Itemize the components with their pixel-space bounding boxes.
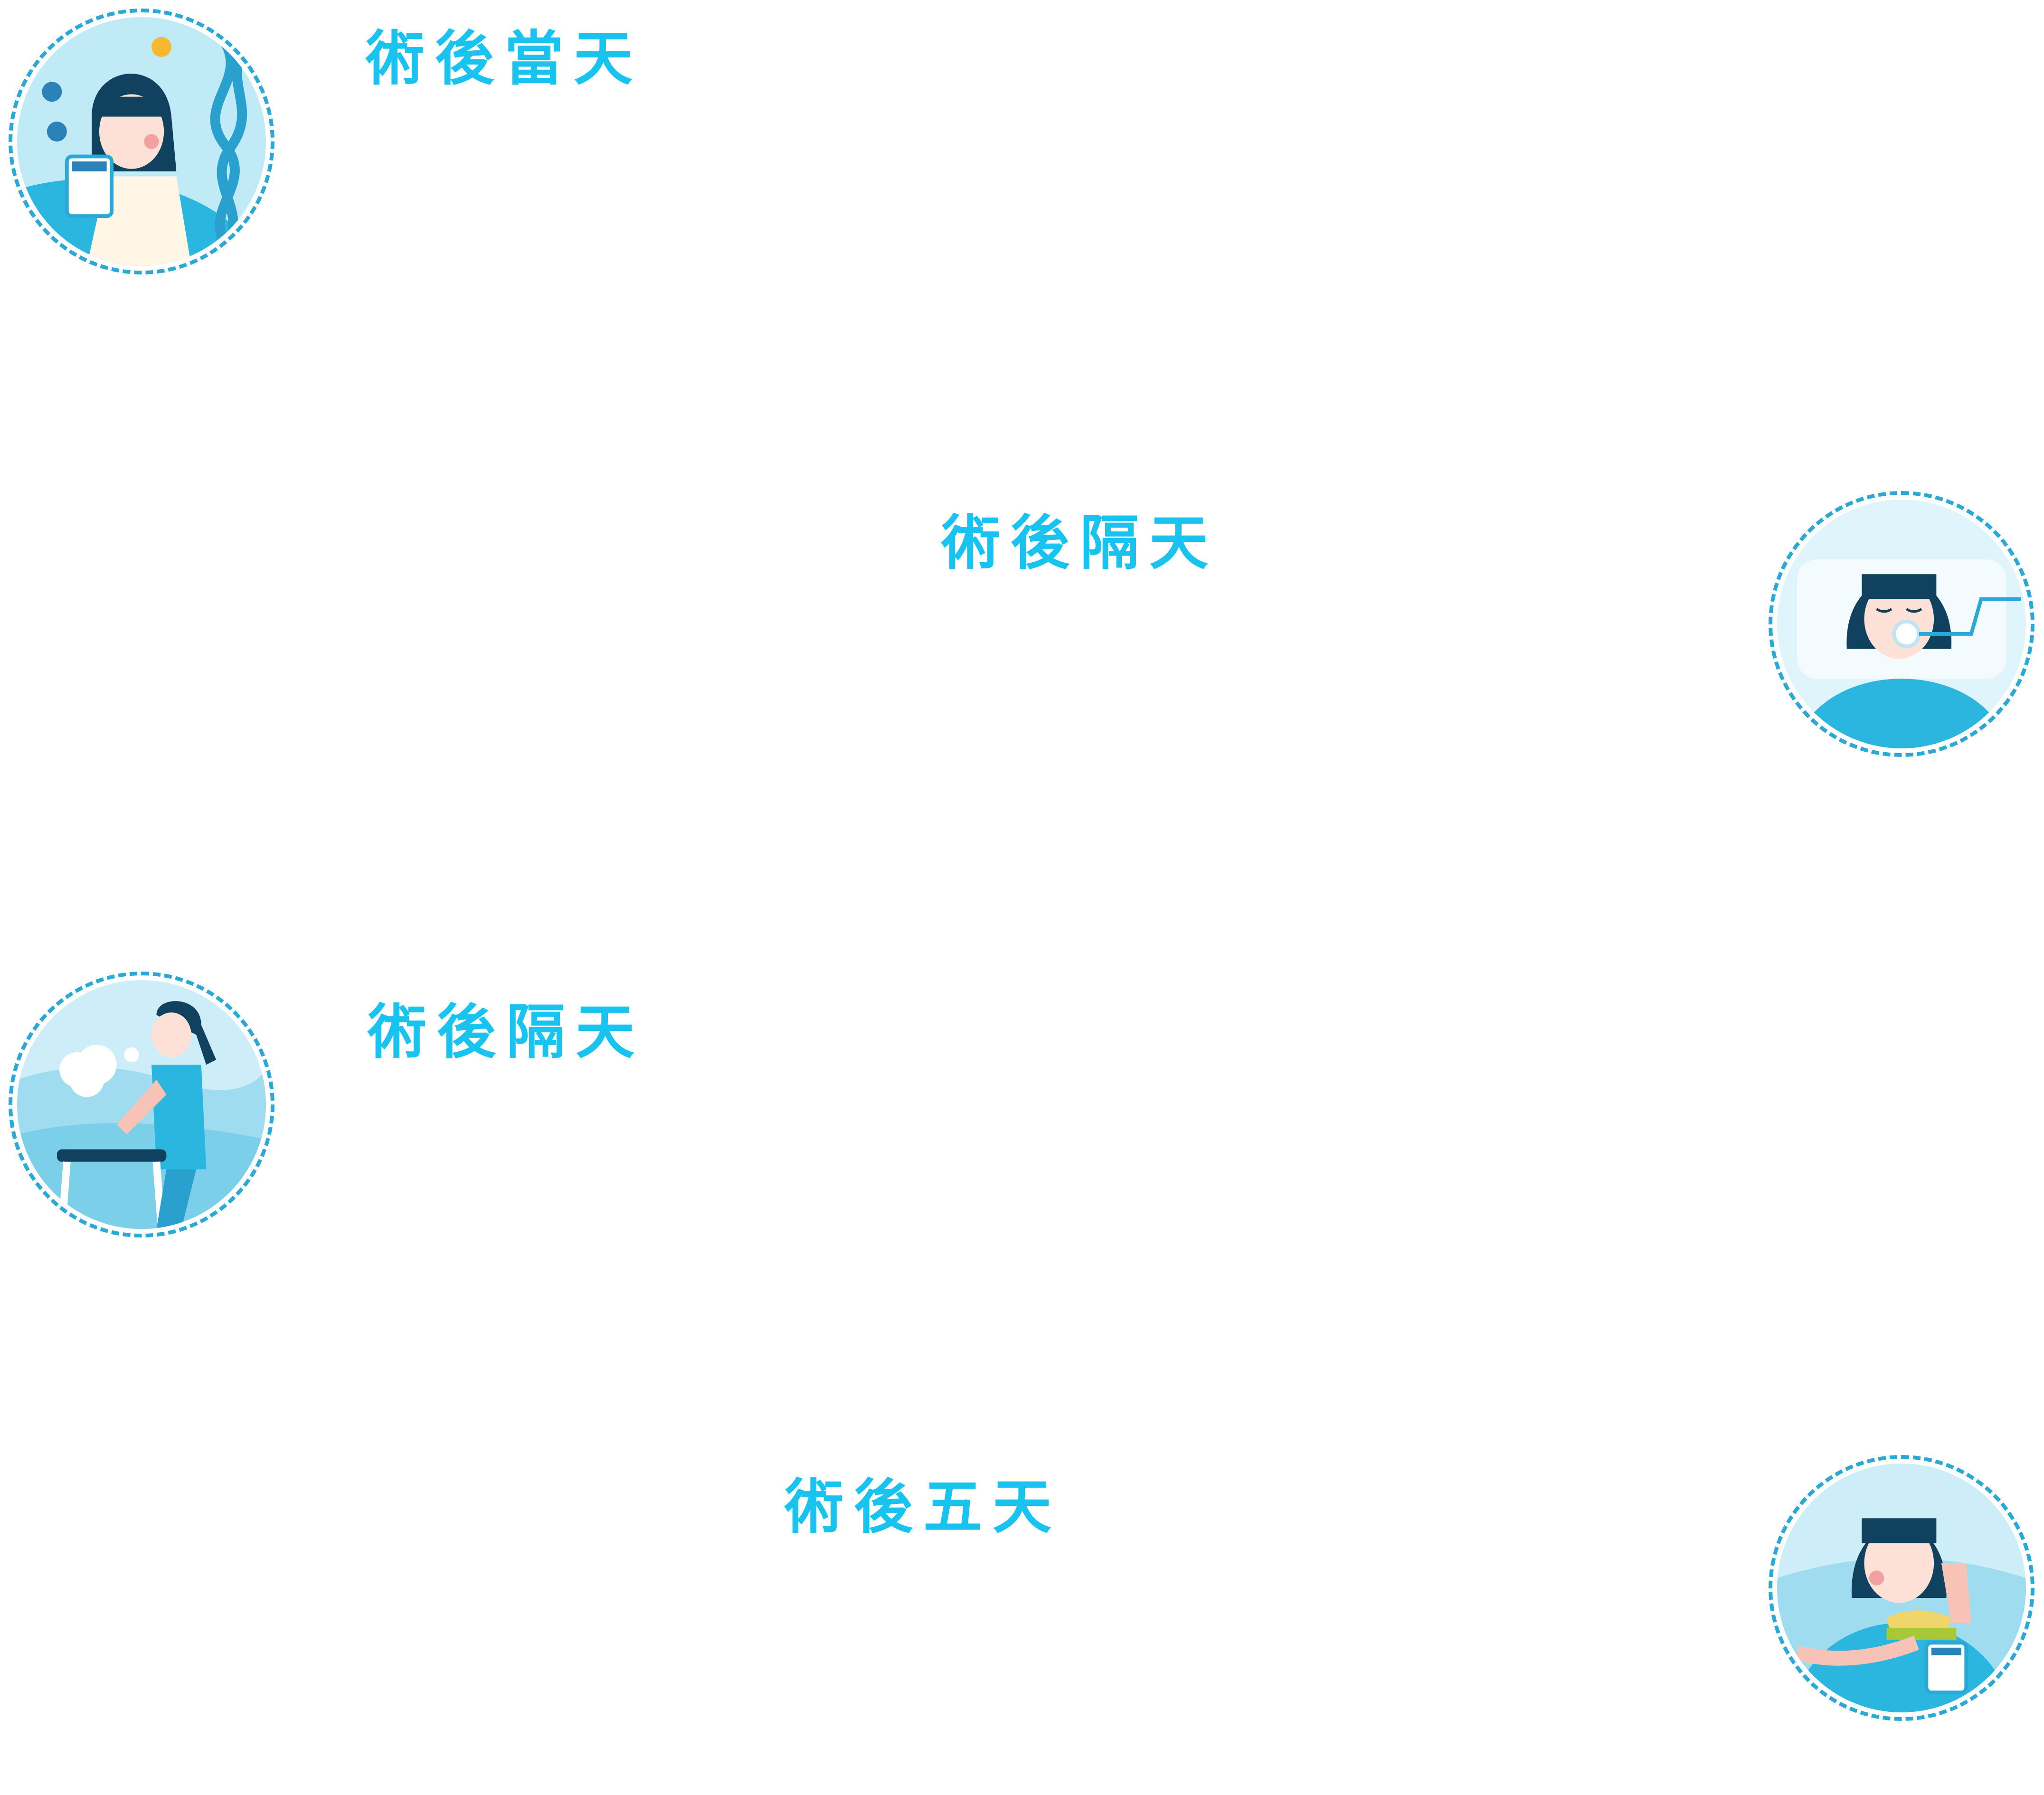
step-title: 術後隔天 [941,509,1219,577]
patient-drinking-supplement-icon [9,9,274,274]
step-title: 術後隔天 [368,998,645,1067]
step-title: 術後當天 [366,25,643,93]
patient-resting-oxygen-icon [1769,491,2035,757]
patient-eating-thumbs-up-icon [1769,1455,2035,1721]
patient-walking-with-walker-icon [9,972,274,1238]
step-title: 術後五天 [785,1473,1062,1541]
